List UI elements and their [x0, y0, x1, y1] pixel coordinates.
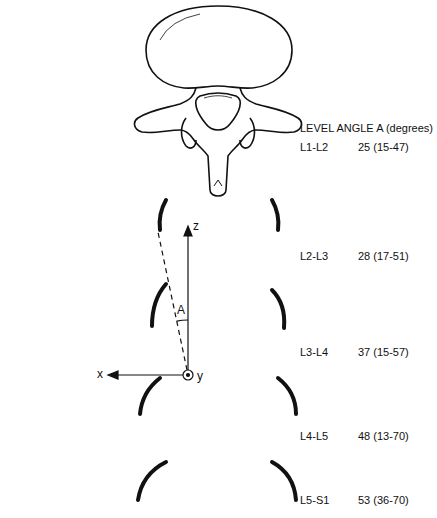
facet-arc [272, 200, 278, 230]
facet-arc [160, 200, 166, 230]
facet-arc [272, 290, 284, 328]
facet-arc [138, 462, 166, 500]
axis-label: z [193, 220, 199, 233]
level-label: L5-S1 [300, 494, 329, 507]
body-shading [160, 14, 200, 40]
articular-process [182, 118, 197, 148]
facet-arc [278, 378, 296, 414]
facet-joints [138, 200, 296, 500]
facet-arc [140, 378, 160, 414]
z-axis [187, 228, 188, 370]
arrowhead [108, 371, 118, 379]
angle-value: 53 (36-70) [358, 494, 409, 507]
column-heading: ANGLE A (degrees) [336, 122, 433, 135]
angle-value: 25 (15-47) [358, 141, 409, 154]
column-heading: LEVEL [300, 122, 334, 135]
arrowhead [184, 226, 192, 236]
axis-label: x [97, 368, 103, 381]
canal-rim [204, 96, 232, 98]
level-label: L2-L3 [300, 250, 328, 263]
y-axis-symbol [187, 374, 190, 377]
y-axis-symbol [183, 370, 193, 380]
posterior-arch [135, 88, 302, 196]
level-label: L1-L2 [300, 141, 328, 154]
angle-value: 28 (17-51) [358, 250, 409, 263]
facet-arc [272, 462, 296, 500]
articular-process [240, 118, 255, 148]
x-axis [110, 374, 183, 375]
angle-arc [177, 320, 188, 321]
axes [108, 226, 193, 380]
level-label: L3-L4 [300, 346, 328, 359]
axis-label: y [197, 370, 203, 383]
vertebra [135, 6, 302, 196]
angle-value: 37 (15-57) [358, 346, 409, 359]
facet-orientation-line [158, 232, 187, 370]
spinous-tip [214, 180, 222, 186]
angle-label: A [177, 304, 185, 317]
spinal-canal [196, 93, 241, 130]
vertebral-body [146, 6, 292, 88]
angle-value: 48 (13-70) [358, 430, 409, 443]
facet-arc [152, 284, 166, 326]
level-label: L4-L5 [300, 430, 328, 443]
